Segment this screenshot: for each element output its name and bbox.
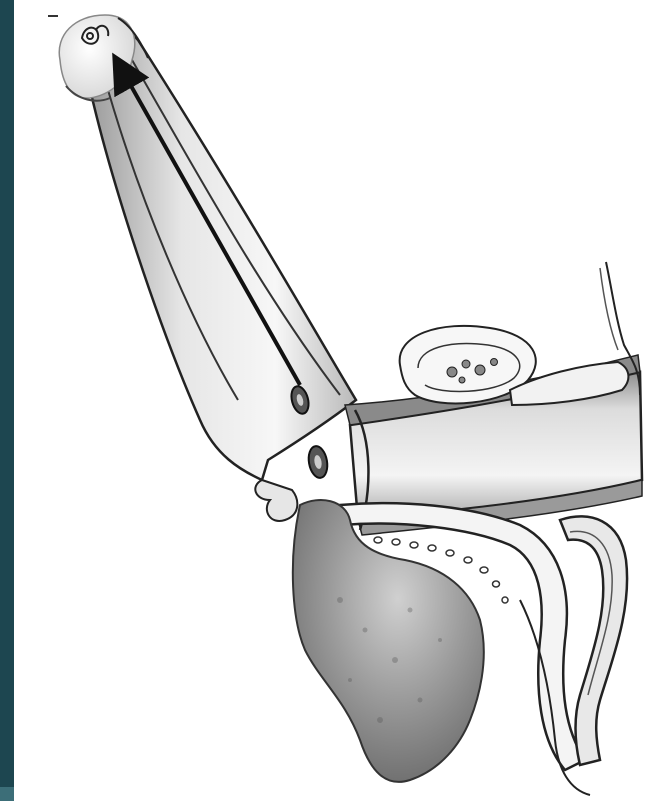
- left-protrusion: [255, 480, 297, 521]
- large-shaded-mass: [293, 500, 484, 782]
- corner-accent: [0, 787, 14, 801]
- anatomy-illustration: [14, 0, 658, 801]
- illustration-canvas: [14, 0, 658, 801]
